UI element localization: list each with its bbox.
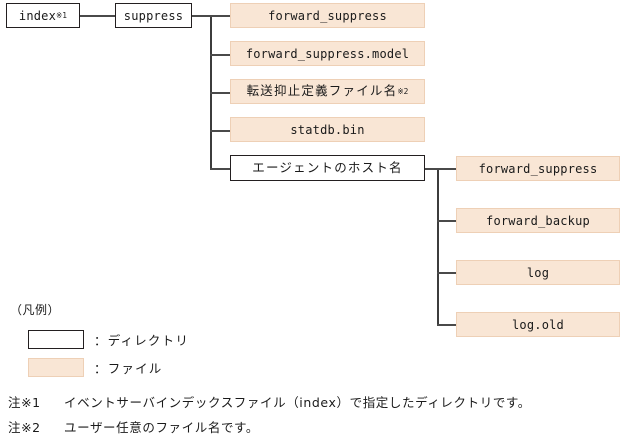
node-forward-backup-label: forward_backup bbox=[486, 213, 590, 228]
node-index-label: index bbox=[18, 8, 57, 23]
node-forward-suppress-model: forward_suppress.model bbox=[230, 41, 425, 66]
branch-level3-3 bbox=[210, 92, 230, 94]
node-forward-suppress-label: forward_suppress bbox=[268, 8, 387, 23]
footnote-1-marker: 注※1 bbox=[8, 395, 41, 410]
node-statdb-bin: statdb.bin bbox=[230, 117, 425, 142]
node-agent-hostname: エージェントのホスト名 bbox=[230, 155, 425, 181]
legend-label-directory: ：ディレクトリ bbox=[94, 333, 190, 348]
node-forward-backup: forward_backup bbox=[456, 208, 620, 233]
legend-label-file: ：ファイル bbox=[94, 361, 163, 376]
branch-level3-5 bbox=[210, 168, 230, 170]
branch-level3-2 bbox=[210, 54, 230, 56]
connector-suppress-stub bbox=[192, 15, 211, 17]
footnote-1-text: イベントサーバインデックスファイル（index）で指定したディレクトリです。 bbox=[64, 395, 531, 410]
branch-level4-2 bbox=[437, 220, 456, 222]
node-suppress: suppress bbox=[115, 3, 192, 28]
legend-row-directory: ：ディレクトリ bbox=[28, 330, 189, 349]
node-agent-hostname-label: エージェントのホスト名 bbox=[252, 159, 403, 175]
footnote-2-marker: 注※2 bbox=[8, 420, 41, 435]
connector-agent-stub bbox=[425, 168, 438, 170]
footnote-2: 注※2 ユーザー任意のファイル名です。 bbox=[8, 417, 259, 436]
node-forward-suppress-model-label: forward_suppress.model bbox=[245, 46, 410, 61]
node-forward-suppress-sub: forward_suppress bbox=[456, 156, 620, 181]
node-log-label: log bbox=[526, 265, 550, 280]
branch-level3-1 bbox=[210, 15, 230, 17]
node-statdb-bin-label: statdb.bin bbox=[290, 122, 365, 137]
node-log: log bbox=[456, 260, 620, 285]
connector-index-suppress bbox=[80, 15, 115, 17]
legend-row-file: ：ファイル bbox=[28, 358, 163, 377]
node-log-old: log.old bbox=[456, 312, 620, 337]
node-transfer-suppress-def-file: 転送抑止定義ファイル名※2 bbox=[230, 79, 425, 104]
legend-swatch-file bbox=[28, 358, 84, 377]
legend-title: （凡例） bbox=[10, 303, 61, 317]
branch-level3-4 bbox=[210, 130, 230, 132]
node-forward-suppress-sub-label: forward_suppress bbox=[478, 161, 598, 176]
node-forward-suppress-file: forward_suppress bbox=[230, 3, 425, 28]
trunk-level4 bbox=[437, 168, 439, 324]
legend-swatch-directory bbox=[28, 330, 84, 349]
branch-level4-1 bbox=[437, 168, 456, 170]
node-suppress-label: suppress bbox=[123, 8, 184, 23]
footnote-1: 注※1 イベントサーバインデックスファイル（index）で指定したディレクトリです… bbox=[8, 392, 531, 411]
branch-level4-3 bbox=[437, 272, 456, 274]
node-index: index※1 bbox=[6, 3, 80, 28]
node-transfer-suppress-def-file-label: 転送抑止定義ファイル名 bbox=[246, 83, 398, 99]
footnote-2-text: ユーザー任意のファイル名です。 bbox=[64, 420, 260, 435]
branch-level4-4 bbox=[437, 324, 456, 326]
node-log-old-label: log.old bbox=[512, 317, 564, 332]
